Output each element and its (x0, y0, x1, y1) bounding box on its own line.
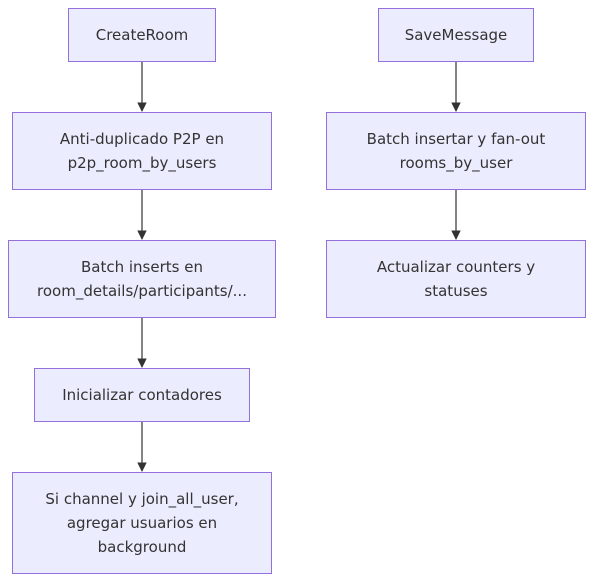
node-batch-inserts: Batch inserts en room_details/participan… (8, 240, 276, 318)
node-inicializar-contadores: Inicializar contadores (34, 368, 250, 422)
node-anti-duplicado-p2p: Anti-duplicado P2P en p2p_room_by_users (12, 112, 272, 190)
node-save-message-line-1: SaveMessage (404, 26, 508, 44)
node-actualizar-counters: Actualizar counters y statuses (326, 240, 586, 318)
node-create-room-line-1: CreateRoom (95, 26, 189, 44)
node-anti-duplicado-line-2: p2p_room_by_users (67, 154, 217, 172)
node-batch-inserts-line-2: room_details/participants/... (37, 282, 247, 300)
node-join-all-users-line-3: background (97, 538, 187, 556)
node-batch-fanout-line-2: rooms_by_user (399, 154, 513, 172)
node-batch-fanout: Batch insertar y fan-out rooms_by_user (326, 112, 586, 190)
node-actualizar-line-1: Actualizar counters y (376, 258, 536, 276)
node-actualizar-line-2: statuses (424, 282, 488, 300)
node-join-all-users-line-2: agregar usuarios en (66, 514, 218, 532)
node-save-message: SaveMessage (378, 8, 534, 62)
node-join-all-users-line-1: Si channel y join_all_user, (45, 490, 239, 508)
node-batch-inserts-line-1: Batch inserts en (81, 258, 203, 276)
node-join-all-users: Si channel y join_all_user, agregar usua… (12, 472, 272, 574)
node-inicializar-line-1: Inicializar contadores (62, 386, 222, 404)
node-batch-fanout-line-1: Batch insertar y fan-out (366, 130, 546, 148)
node-anti-duplicado-line-1: Anti-duplicado P2P en (59, 130, 225, 148)
node-create-room: CreateRoom (68, 8, 216, 62)
